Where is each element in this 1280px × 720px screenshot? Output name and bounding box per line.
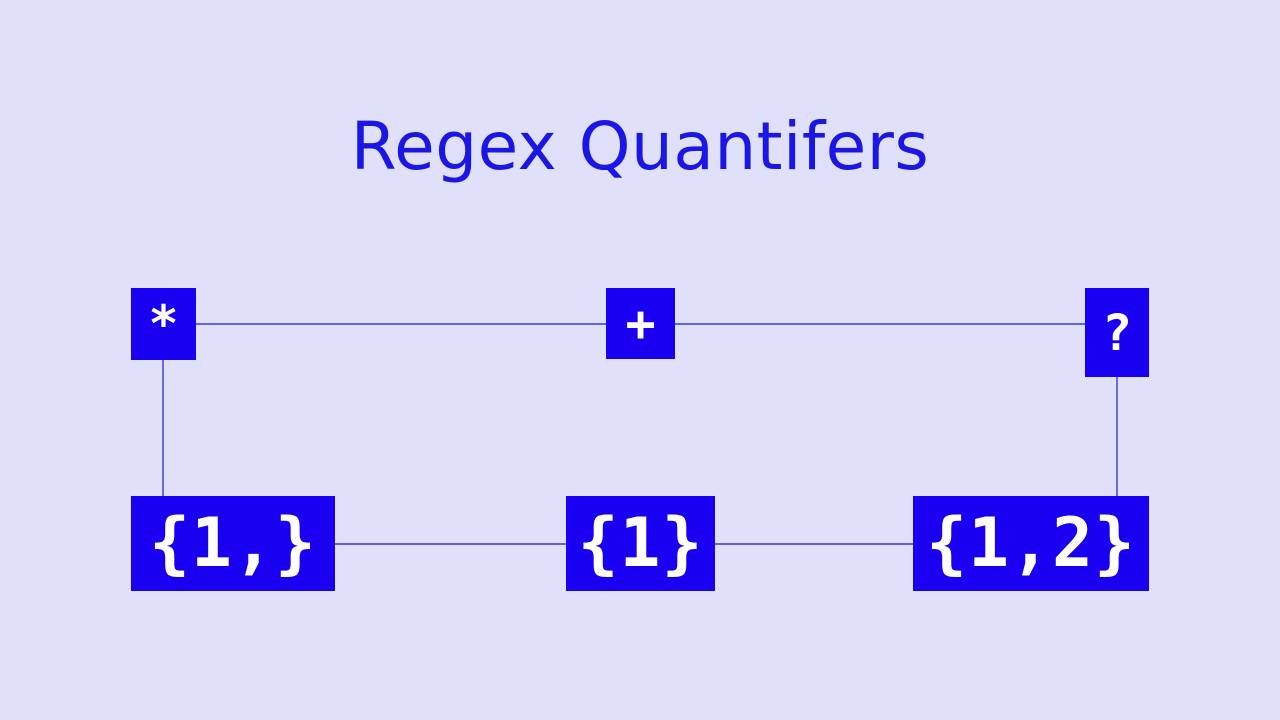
quantifier-plus-label: + [625, 294, 656, 353]
quantifier-exactly-one-label: {1} [577, 504, 704, 583]
quantifier-one-or-more-label: {1,} [149, 504, 317, 583]
quantifier-exactly-one-node: {1} [566, 496, 715, 591]
diagram-title: Regex Quantifers [350, 108, 930, 185]
quantifier-one-to-two-label: {1,2} [926, 504, 1136, 583]
quantifier-star-node: * [131, 288, 196, 360]
quantifier-star-label: * [148, 295, 179, 353]
quantifier-question-node: ? [1085, 288, 1149, 377]
quantifier-one-or-more-node: {1,} [131, 496, 335, 591]
quantifier-one-to-two-node: {1,2} [913, 496, 1149, 591]
quantifier-question-label: ? [1101, 303, 1133, 362]
quantifier-plus-node: + [606, 288, 675, 359]
